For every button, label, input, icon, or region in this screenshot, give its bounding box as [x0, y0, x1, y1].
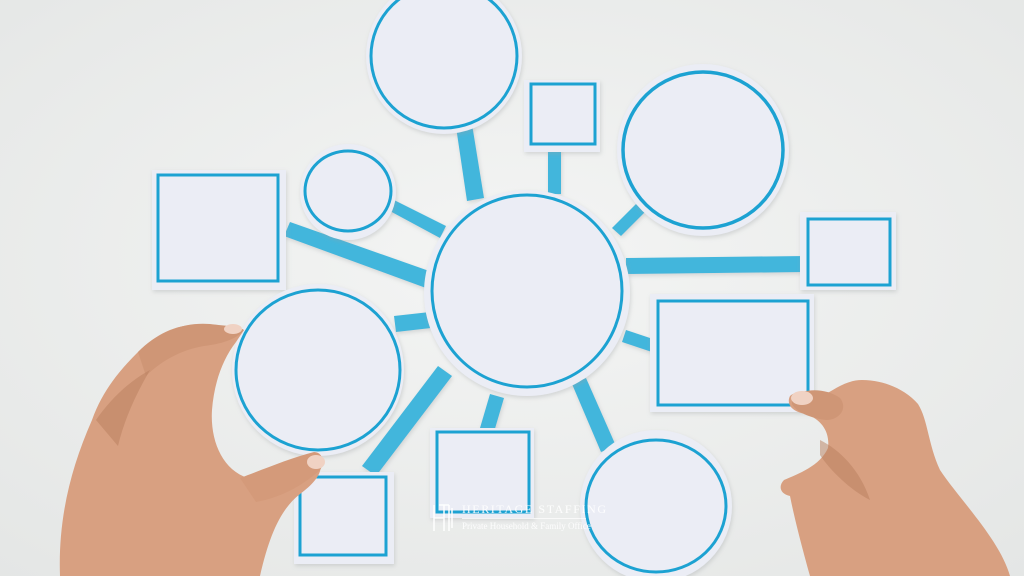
connector-bottom-square [480, 394, 504, 432]
right-small-square-paper [800, 212, 896, 290]
right-thumb-nail [791, 391, 813, 405]
right-palm [780, 380, 1010, 576]
right-rectangle-paper [650, 294, 814, 412]
left-knuckle-shadow [96, 370, 150, 446]
bottom-left-square-outline [298, 475, 388, 557]
small-circle-outline [303, 149, 393, 233]
paper-shapes [152, 0, 896, 576]
connector-right-rectangle [622, 330, 656, 352]
connector-top-small-square [548, 148, 561, 194]
left-index-nail [224, 324, 242, 334]
connector-strips [284, 118, 806, 476]
top-small-square-paper [524, 80, 600, 152]
watermark-subtitle: Private Household & Family Office [462, 521, 591, 531]
right-circle-outline [621, 70, 785, 230]
left-thumb-nail [307, 455, 325, 469]
right-rectangle-outline [656, 299, 810, 407]
connector-right-circle [612, 204, 645, 236]
watermark-divider [462, 518, 586, 519]
right-hand [780, 380, 1010, 576]
connector-left-square [284, 222, 432, 288]
top-small-square-outline [529, 82, 597, 146]
center-node-outline [430, 193, 624, 389]
top-circle-outline [369, 0, 519, 130]
heritage-logo-icon [433, 504, 453, 531]
left-circle-paper [232, 284, 404, 456]
left-square-outline [156, 173, 280, 283]
connector-top-left-circle [455, 118, 484, 201]
left-thumb [240, 452, 323, 502]
center-node-paper [424, 190, 630, 396]
watermark-title: HERITAGE STAFFING [462, 502, 608, 516]
left-square-paper [152, 170, 286, 290]
bottom-right-circle-outline [584, 438, 728, 574]
bottom-left-square-paper [294, 472, 394, 564]
watermark: HERITAGE STAFFING Private Household & Fa… [430, 500, 630, 540]
bottom-square-outline [435, 430, 531, 514]
left-finger-index [138, 323, 244, 376]
small-circle-paper [300, 144, 396, 240]
connector-bottom-left-square [362, 366, 452, 476]
left-circle-outline [234, 288, 402, 452]
bottom-square-paper [430, 428, 534, 518]
connector-right-small-square [626, 256, 806, 274]
connector-small-circle [388, 200, 446, 238]
top-circle-paper [366, 0, 522, 134]
connector-bottom-right-circle [572, 378, 616, 452]
left-hand [59, 323, 325, 576]
right-circle-paper [617, 64, 789, 236]
right-finger-shadow [820, 440, 870, 500]
connector-left-circle [394, 312, 431, 332]
bottom-right-circle-paper [580, 430, 732, 576]
right-small-square-outline [806, 217, 892, 287]
